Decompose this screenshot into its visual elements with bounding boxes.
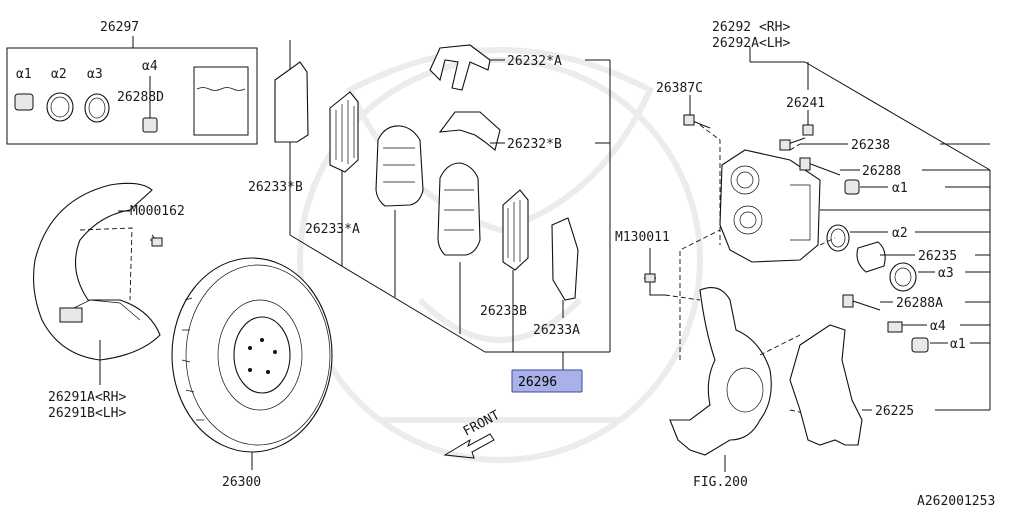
piston-boot-a3-icon (889, 262, 917, 292)
label-a2-r[interactable]: α2 (892, 226, 908, 241)
label-26241[interactable]: 26241 (786, 96, 825, 111)
brake-pads (274, 44, 579, 301)
label-M130011[interactable]: M130011 (615, 230, 670, 245)
label-a3-top[interactable]: α3 (87, 67, 103, 82)
label-26232B[interactable]: 26232*B (507, 137, 562, 152)
label-26288D[interactable]: 26288D (117, 90, 164, 105)
caliper-bracket-icon (789, 324, 863, 446)
label-26238[interactable]: 26238 (851, 138, 890, 153)
label-26292A-lh[interactable]: 26292A<LH> (712, 36, 790, 51)
label-26233B-star[interactable]: 26233*B (248, 180, 303, 195)
label-26291A[interactable]: 26291A<RH> (48, 390, 126, 405)
label-fig200[interactable]: FIG.200 (693, 475, 748, 490)
label-a4-top[interactable]: α4 (142, 59, 158, 74)
front-arrow: FRONT (443, 408, 503, 459)
brake-pad-inner-icon (437, 162, 481, 256)
highlight-26296[interactable]: 26296 (511, 369, 583, 393)
pad-clip-a-icon (429, 44, 491, 91)
outer-shim-icon (274, 61, 309, 143)
kit-26297: 26297 α1 α2 α3 α4 26288D (6, 20, 258, 145)
label-26233A[interactable]: 26233A (533, 323, 580, 338)
shim-26233B-icon (502, 189, 529, 271)
label-26300[interactable]: 26300 (222, 475, 261, 490)
shield-bracket-icon (59, 307, 83, 323)
label-M000162[interactable]: M000162 (130, 204, 185, 219)
label-a1-r2[interactable]: α1 (950, 337, 966, 352)
label-26288A[interactable]: 26288A (896, 296, 943, 311)
inner-shim-icon (329, 91, 359, 173)
label-26225[interactable]: 26225 (875, 404, 914, 419)
watermark-emblem (297, 47, 703, 463)
rotor-hub-icon (233, 316, 291, 394)
caliper-26292 (719, 149, 821, 263)
caliper-support-26225 (789, 324, 863, 446)
front-arrow-icon (443, 433, 495, 459)
pad-clip-b-icon (438, 111, 501, 151)
label-26235[interactable]: 26235 (918, 249, 957, 264)
grease-packet-icon (193, 66, 249, 136)
label-a4-r[interactable]: α4 (930, 319, 946, 334)
label-26296[interactable]: 26296 (518, 375, 557, 390)
guide-pin-26288-icon (807, 162, 841, 176)
label-a3-r[interactable]: α3 (938, 266, 954, 281)
cap-26241-icon (802, 124, 814, 136)
shim-26233A-icon (551, 217, 579, 301)
knuckle-fig200 (669, 287, 772, 456)
guide-pin-26288A-icon (849, 299, 881, 311)
piston-26235-icon (856, 241, 886, 273)
rubber-boot-icon (14, 93, 34, 111)
brake-rotor-26300 (171, 257, 333, 453)
label-26232A[interactable]: 26232*A (507, 54, 562, 69)
label-26387C[interactable]: 26387C (656, 81, 703, 96)
catalog-id: A262001253 (917, 494, 995, 509)
bushing-icon (142, 117, 158, 133)
boot-a1-lower-icon (911, 337, 929, 353)
label-a1-r1[interactable]: α1 (892, 181, 908, 196)
caliper-leader-lines (689, 47, 991, 411)
steering-knuckle-icon (669, 287, 772, 456)
label-26297[interactable]: 26297 (100, 20, 139, 35)
label-26233B[interactable]: 26233B (480, 304, 527, 319)
label-26233A-star[interactable]: 26233*A (305, 222, 360, 237)
seal-a2-icon (826, 224, 850, 252)
label-a2-top[interactable]: α2 (51, 67, 67, 82)
label-26291B[interactable]: 26291B<LH> (48, 406, 126, 421)
dust-shield-26291 (33, 182, 163, 361)
boot-a1-icon (844, 179, 860, 195)
label-front: FRONT (461, 408, 503, 440)
label-a1-top[interactable]: α1 (16, 67, 32, 82)
caliper-small-parts (683, 114, 929, 353)
brake-pad-outer-icon (375, 125, 424, 207)
label-26292-rh[interactable]: 26292 <RH> (712, 20, 790, 35)
label-26288[interactable]: 26288 (862, 164, 901, 179)
bushing-a4-icon (887, 321, 903, 333)
